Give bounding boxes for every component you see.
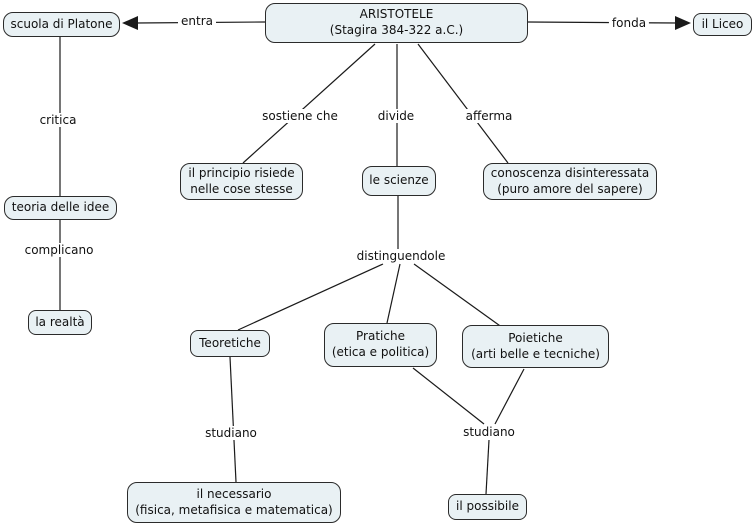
node-scuola-di-platone[interactable]: scuola di Platone <box>3 12 120 37</box>
node-necessario-line1: il necessario <box>196 486 272 501</box>
node-scuola-line1: scuola di Platone <box>10 16 113 31</box>
node-principio-line1: il principio risiede <box>188 165 295 180</box>
edge-label-complicano[interactable]: complicano <box>21 243 97 257</box>
edge-distinguendole-poietiche <box>413 263 504 329</box>
edge-label-afferma[interactable]: afferma <box>462 109 516 123</box>
edge-label-studiano-right[interactable]: studiano <box>460 425 518 439</box>
node-teoria-line1: teoria delle idee <box>11 200 110 215</box>
node-conoscenza-line2: (puro amore del sapere) <box>497 181 643 196</box>
edge-label-divide[interactable]: divide <box>374 109 418 123</box>
node-teoretiche[interactable]: Teoretiche <box>190 330 270 357</box>
node-pratiche-line1: Pratiche <box>356 329 405 344</box>
node-teoria-delle-idee[interactable]: teoria delle idee <box>4 196 117 220</box>
arrowhead-left-icon <box>122 16 138 30</box>
node-il-possibile[interactable]: il possibile <box>448 494 527 520</box>
edge-studiano-possibile <box>485 439 490 495</box>
node-poietiche[interactable]: Poietiche (arti belle e tecniche) <box>462 325 609 368</box>
node-aristotele-line2: (Stagira 384-322 a.C.) <box>329 23 464 37</box>
edge-pratiche-studiano <box>412 367 485 425</box>
node-conoscenza-line1: conoscenza disinteressata <box>490 165 650 180</box>
edge-label-studiano-left[interactable]: studiano <box>202 426 260 440</box>
node-le-scienze[interactable]: le scienze <box>362 166 436 196</box>
edge-aristotele-conoscenza <box>417 43 509 164</box>
node-il-liceo[interactable]: il Liceo <box>693 13 752 36</box>
node-aristotele[interactable]: ARISTOTELE (Stagira 384-322 a.C.) <box>265 3 528 43</box>
node-la-realta[interactable]: la realtà <box>28 310 92 335</box>
node-principio-line2: nelle cose stesse <box>190 181 293 196</box>
edge-label-fonda[interactable]: fonda <box>608 16 650 30</box>
node-teoretiche-line1: Teoretiche <box>199 335 261 350</box>
node-il-necessario[interactable]: il necessario (fisica, metafisica e mate… <box>127 482 341 523</box>
edge-label-distinguendole[interactable]: distinguendole <box>353 249 449 263</box>
node-necessario-line2: (fisica, metafisica e matematica) <box>135 502 333 517</box>
node-pratiche-line2: (etica e politica) <box>331 345 430 359</box>
node-aristotele-line1: ARISTOTELE <box>359 7 434 22</box>
edge-label-critica[interactable]: critica <box>36 113 80 127</box>
edge-poietiche-studiano <box>494 368 525 425</box>
edge-teoretiche-necessario <box>229 356 237 483</box>
node-conoscenza[interactable]: conoscenza disinteressata (puro amore de… <box>483 163 657 200</box>
node-scienze-line1: le scienze <box>369 173 429 188</box>
edge-label-sostiene-che[interactable]: sostiene che <box>259 109 341 123</box>
node-poietiche-line2: (arti belle e tecniche) <box>471 346 600 361</box>
node-possibile-line1: il possibile <box>456 499 519 514</box>
edge-distinguendole-teoretiche <box>237 263 384 331</box>
node-pratiche[interactable]: Pratiche (etica e politica) <box>324 323 437 367</box>
node-principio[interactable]: il principio risiede nelle cose stesse <box>180 163 303 200</box>
arrowhead-right-icon <box>675 16 691 30</box>
node-liceo-line1: il Liceo <box>701 16 744 31</box>
node-poietiche-line1: Poietiche <box>508 330 563 345</box>
node-realta-line1: la realtà <box>35 314 85 329</box>
edge-label-entra[interactable]: entra <box>178 14 216 28</box>
edge-aristotele-principio <box>242 43 376 164</box>
edge-aristotele-liceo <box>527 21 679 24</box>
edge-distinguendole-pratiche <box>386 263 401 324</box>
